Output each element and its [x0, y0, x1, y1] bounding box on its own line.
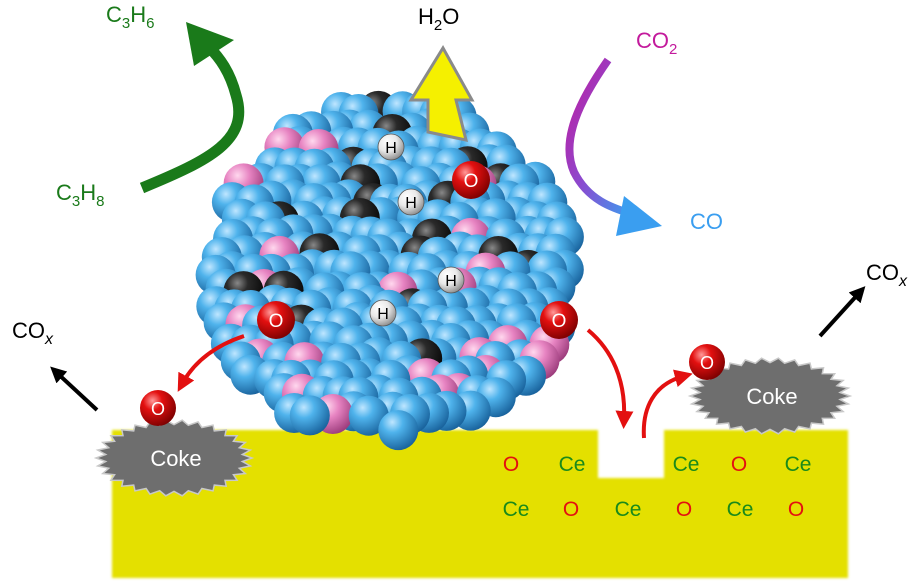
lattice-oxygen: O: [788, 498, 804, 521]
oxygen-label: O: [700, 353, 714, 373]
coke-right-group: Coke O COx: [687, 260, 908, 435]
lattice-cerium: Ce: [559, 453, 586, 476]
cluster-atom: [348, 395, 389, 436]
hydrogen-label: H: [385, 140, 397, 157]
h2o-label: H2O: [418, 4, 459, 34]
propane-arrow: [139, 42, 245, 194]
lattice-cerium: Ce: [727, 498, 754, 521]
lattice-oxygen: O: [731, 453, 747, 476]
oxygen-transfer-arrow-up: [641, 369, 693, 439]
propane-arrowhead: [186, 22, 234, 66]
lattice-cerium: Ce: [503, 498, 530, 521]
lattice-cerium: Ce: [785, 453, 812, 476]
oxygen-atom-top: O: [452, 161, 490, 199]
hydrogen-atom-4: H: [369, 299, 397, 327]
c3h8-label: C3H8: [56, 180, 104, 210]
oxygen-label: O: [464, 171, 479, 192]
ceria-support: [112, 430, 848, 578]
h2o-arrow: [408, 45, 475, 142]
h2o-release: H2O: [408, 4, 475, 142]
hydrogen-label: H: [445, 273, 457, 290]
oxygen-migration-arrows: [177, 328, 693, 439]
co2-arrowhead: [616, 196, 662, 236]
co2-label: CO2: [636, 28, 677, 58]
oxygen-transfer-arrow-left: [177, 334, 245, 392]
coke-left-label: Coke: [150, 446, 201, 471]
oxygen-atom-left: O: [257, 301, 295, 339]
cox-left-arrow: [50, 366, 99, 412]
lattice-oxygen: O: [503, 453, 519, 476]
oxygen-transfer-arrow-down: [586, 328, 634, 429]
oxygen-label: O: [269, 311, 284, 332]
lattice-oxygen: O: [676, 498, 692, 521]
cluster-atom: [378, 410, 419, 451]
coke-right: [687, 357, 853, 435]
adsorbed-atoms: H H H H O O O: [257, 133, 578, 339]
hydrogen-atom-1: H: [377, 133, 405, 161]
cluster-atom: [289, 395, 330, 436]
cox-left-label: COx: [12, 318, 54, 348]
propane-conversion: C3H8 C3H6: [56, 2, 245, 210]
hydrogen-atom-3: H: [437, 266, 465, 294]
lattice-cerium: Ce: [673, 453, 700, 476]
co2-reduction: CO2 CO: [565, 28, 723, 236]
oxygen-label: O: [552, 311, 567, 332]
oxygen-label: O: [151, 399, 165, 419]
support-slab: [112, 430, 848, 578]
c3h6-label: C3H6: [106, 2, 154, 32]
coke-right-label: Coke: [746, 384, 797, 409]
lattice-oxygen: O: [563, 498, 579, 521]
co-label: CO: [690, 209, 723, 234]
cox-right-label: COx: [866, 260, 908, 290]
hydrogen-label: H: [405, 195, 417, 212]
hydrogen-label: H: [377, 306, 389, 323]
hydrogen-atom-2: H: [397, 188, 425, 216]
oxygen-on-coke-left: O: [140, 390, 176, 426]
lattice-cerium: Ce: [615, 498, 642, 521]
co2-arrow: [565, 57, 634, 218]
cox-right-arrow: [818, 286, 866, 338]
oxygen-atom-right: O: [540, 301, 578, 339]
ceria-lattice: O Ce Ce O Ce Ce O Ce O Ce O: [503, 453, 812, 521]
coke-left: [93, 419, 255, 497]
oxygen-on-coke-right: O: [689, 344, 725, 380]
coke-left-group: Coke O COx: [12, 318, 255, 497]
